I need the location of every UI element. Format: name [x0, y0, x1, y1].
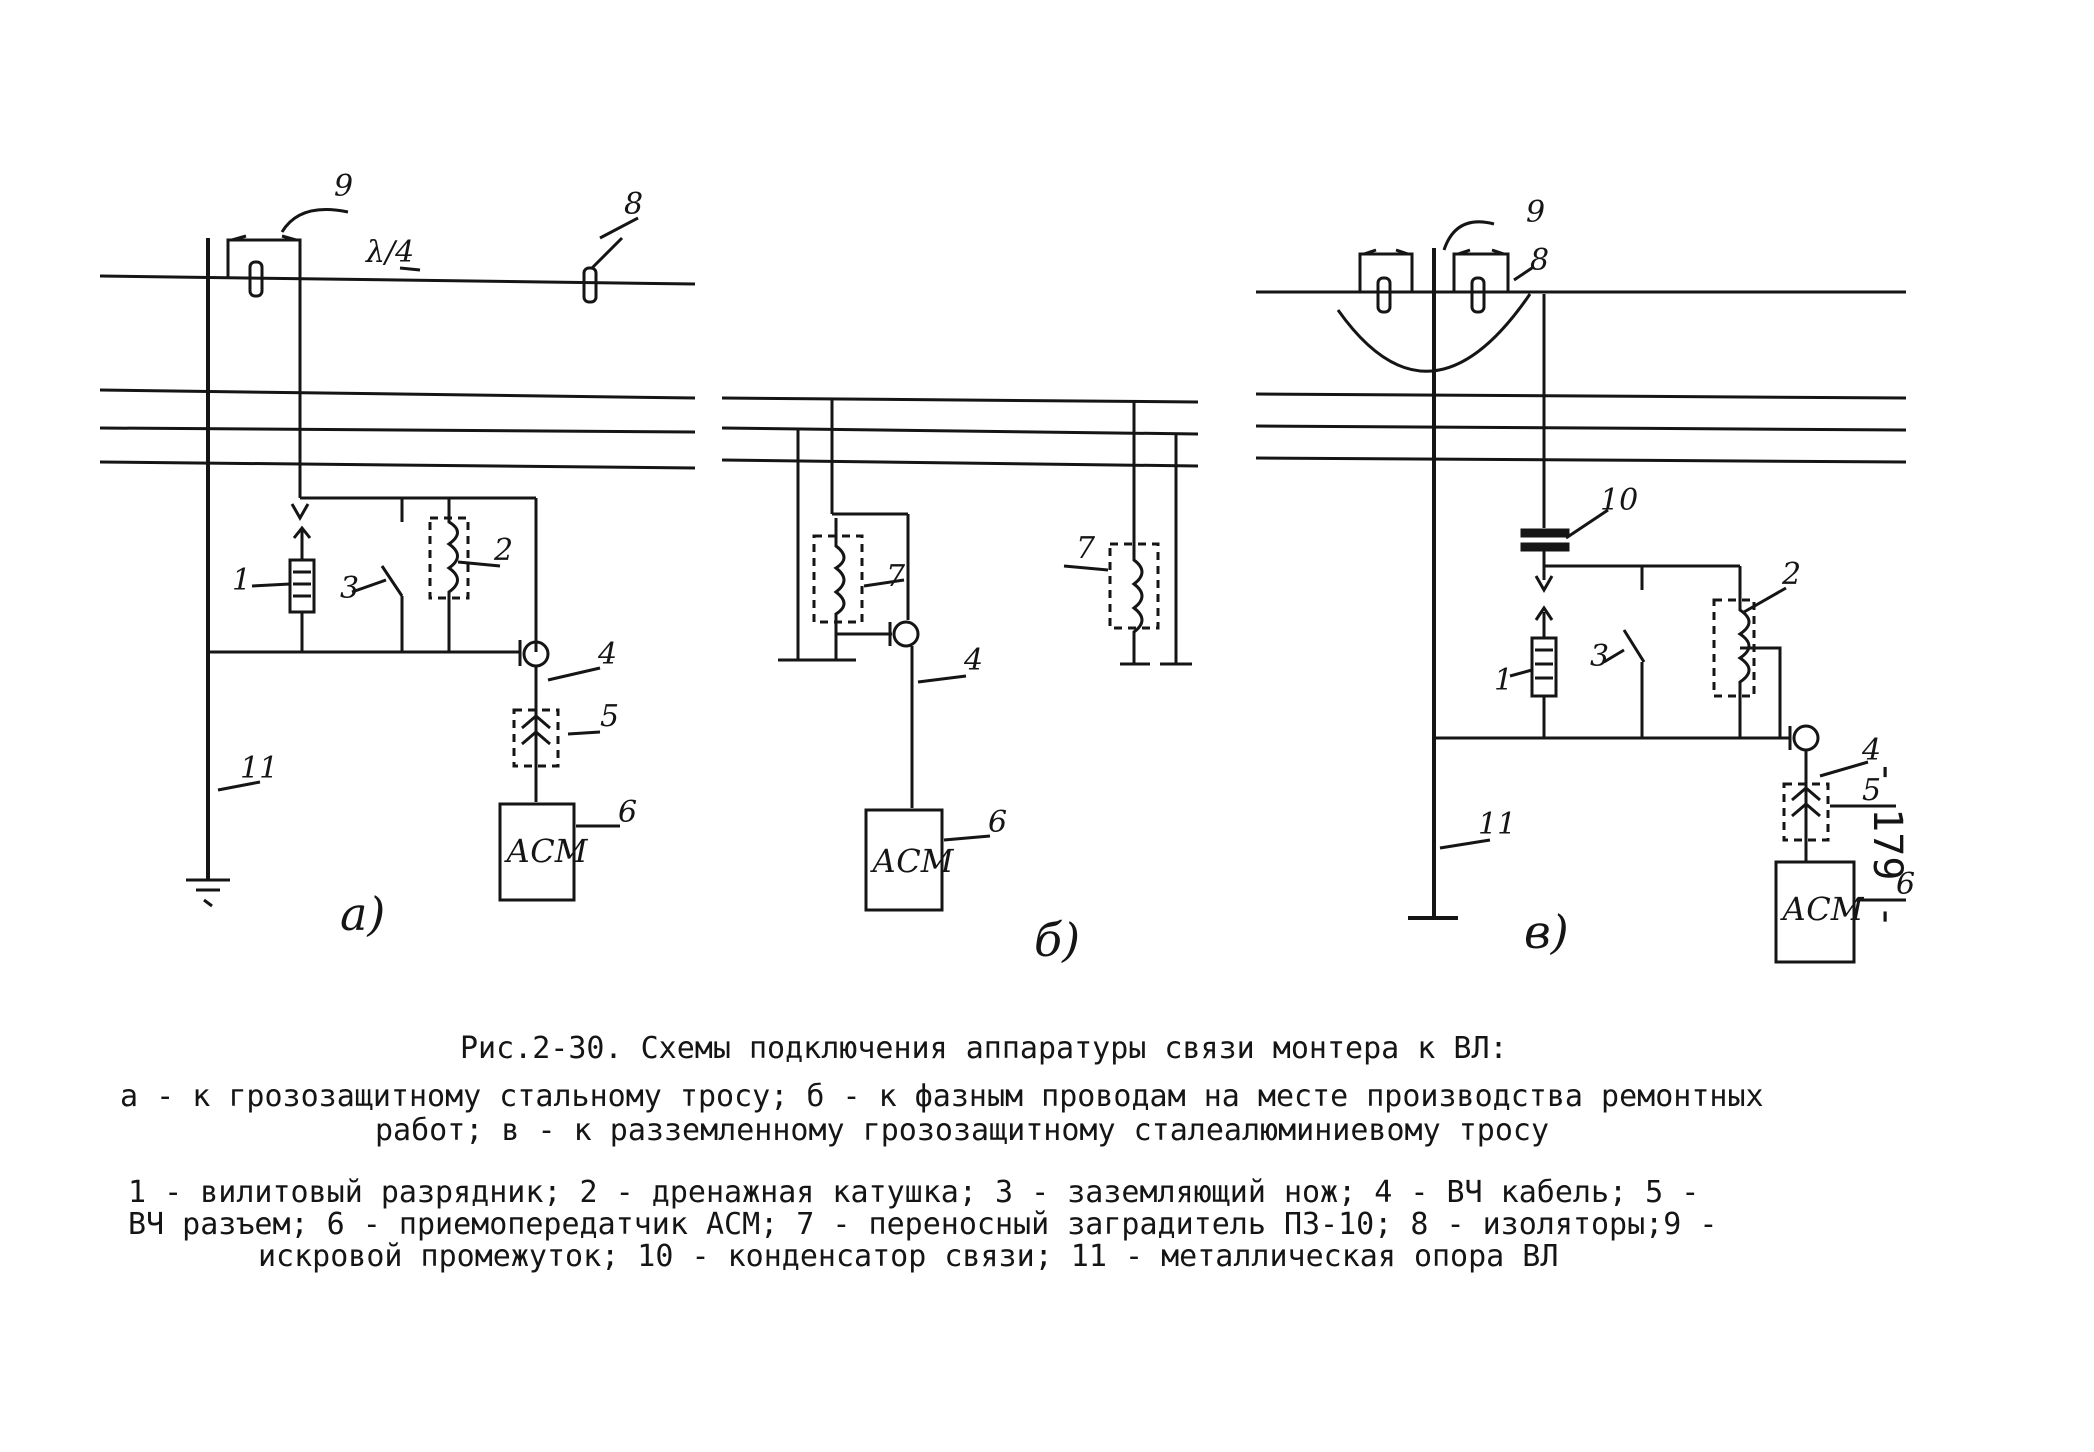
arrester-v	[1530, 636, 1558, 698]
figure-caption-line1: а - к грозозащитному стальному тросу; б …	[120, 1079, 1764, 1114]
callout-b-6: 6	[988, 805, 1007, 840]
grounding-arc-v	[1336, 293, 1532, 373]
callout-v-4: 4	[1861, 733, 1881, 768]
hf-plug-v	[1782, 782, 1830, 842]
page-number: - 179 -	[1864, 760, 1910, 929]
arrester-a	[288, 558, 316, 614]
callout-v-10: 10	[1600, 483, 1638, 518]
callout-a-lambda: λ/4	[365, 235, 414, 270]
asm-box-v	[1774, 860, 1856, 964]
schematic-a: 9 λ/4 8 1 3 2 4 5 6 11 АСМ а)	[99, 169, 696, 941]
callout-a-3: 3	[340, 571, 359, 606]
blocker-b2	[1108, 542, 1160, 630]
callout-v-2: 2	[1781, 557, 1801, 592]
asm-label-v: АСМ	[1780, 890, 1865, 928]
insulator-a1	[248, 260, 264, 298]
legend-line2: ВЧ разъем; 6 - приемопередатчик АСМ; 7 -…	[128, 1207, 1718, 1242]
callout-b-7a: 7	[886, 559, 906, 594]
spark-gap-v2	[1452, 248, 1510, 292]
coupling-capacitor	[1520, 528, 1570, 538]
phase-line-b1	[721, 396, 1199, 404]
spark-gap-a	[226, 234, 302, 278]
callout-a-8: 8	[624, 187, 643, 222]
callout-a-1: 1	[232, 563, 251, 598]
figure-caption-line2: работ; в - к разземленному грозозащитном…	[375, 1113, 1549, 1148]
callout-v-3: 3	[1590, 639, 1609, 674]
blocker-b1	[812, 534, 864, 624]
callout-a-9: 9	[334, 169, 353, 204]
hf-cable-connector-v	[1792, 724, 1820, 752]
drain-coil-a	[428, 516, 470, 600]
callout-a-6: 6	[618, 795, 637, 830]
callout-v-11: 11	[1478, 807, 1516, 842]
panel-label-a: а)	[340, 887, 385, 941]
callout-a-2: 2	[493, 533, 513, 568]
phase-line-b2	[721, 426, 1199, 436]
arrow-a	[290, 503, 310, 522]
panel-label-b: б)	[1034, 913, 1080, 967]
phase-line-v2	[1255, 424, 1907, 432]
callout-a-11: 11	[240, 751, 278, 786]
insulator-v1	[1376, 276, 1392, 314]
phase-line-v1	[1255, 392, 1907, 400]
asm-box-a	[498, 802, 576, 902]
callout-b-4: 4	[963, 643, 983, 678]
figure-caption-title: Рис.2-30. Схемы подключения аппаратуры с…	[460, 1031, 1508, 1066]
phase-line-v3	[1255, 456, 1907, 464]
legend-line3: искровой промежуток; 10 - конденсатор св…	[258, 1239, 1559, 1274]
asm-label-b: АСМ	[870, 842, 955, 880]
phase-line-a3	[99, 460, 696, 470]
phase-line-b3	[721, 458, 1199, 468]
tower-ground-a	[186, 878, 230, 908]
legend-line1: 1 - вилитовый разрядник; 2 - дренажная к…	[128, 1175, 1700, 1210]
spark-gap-v1	[1358, 248, 1414, 292]
hf-plug-a	[512, 708, 560, 768]
callout-a-5: 5	[600, 699, 619, 734]
schematic-b: 7 7 4 6 АСМ б)	[721, 396, 1199, 967]
asm-box-b	[864, 808, 944, 912]
insulator-a2	[582, 266, 598, 304]
callout-b-7b: 7	[1076, 531, 1096, 566]
phase-line-a1	[99, 388, 696, 400]
callout-v-5: 5	[1862, 773, 1881, 808]
phase-line-a2	[99, 426, 696, 434]
insulator-v2	[1470, 276, 1486, 314]
callout-v-1: 1	[1494, 663, 1513, 698]
schematic-v: 9 8 10 2 1 3 4 5 6 11 АСМ в)	[1255, 195, 1915, 964]
callout-a-4: 4	[597, 637, 617, 672]
hf-cable-connector-b	[892, 620, 920, 648]
ground-wire-a	[99, 274, 696, 286]
panel-label-v: в)	[1524, 905, 1569, 959]
callout-v-6: 6	[1896, 867, 1915, 902]
callout-v-9: 9	[1526, 195, 1545, 230]
asm-label-a: АСМ	[504, 832, 589, 870]
callout-v-8: 8	[1530, 243, 1549, 278]
